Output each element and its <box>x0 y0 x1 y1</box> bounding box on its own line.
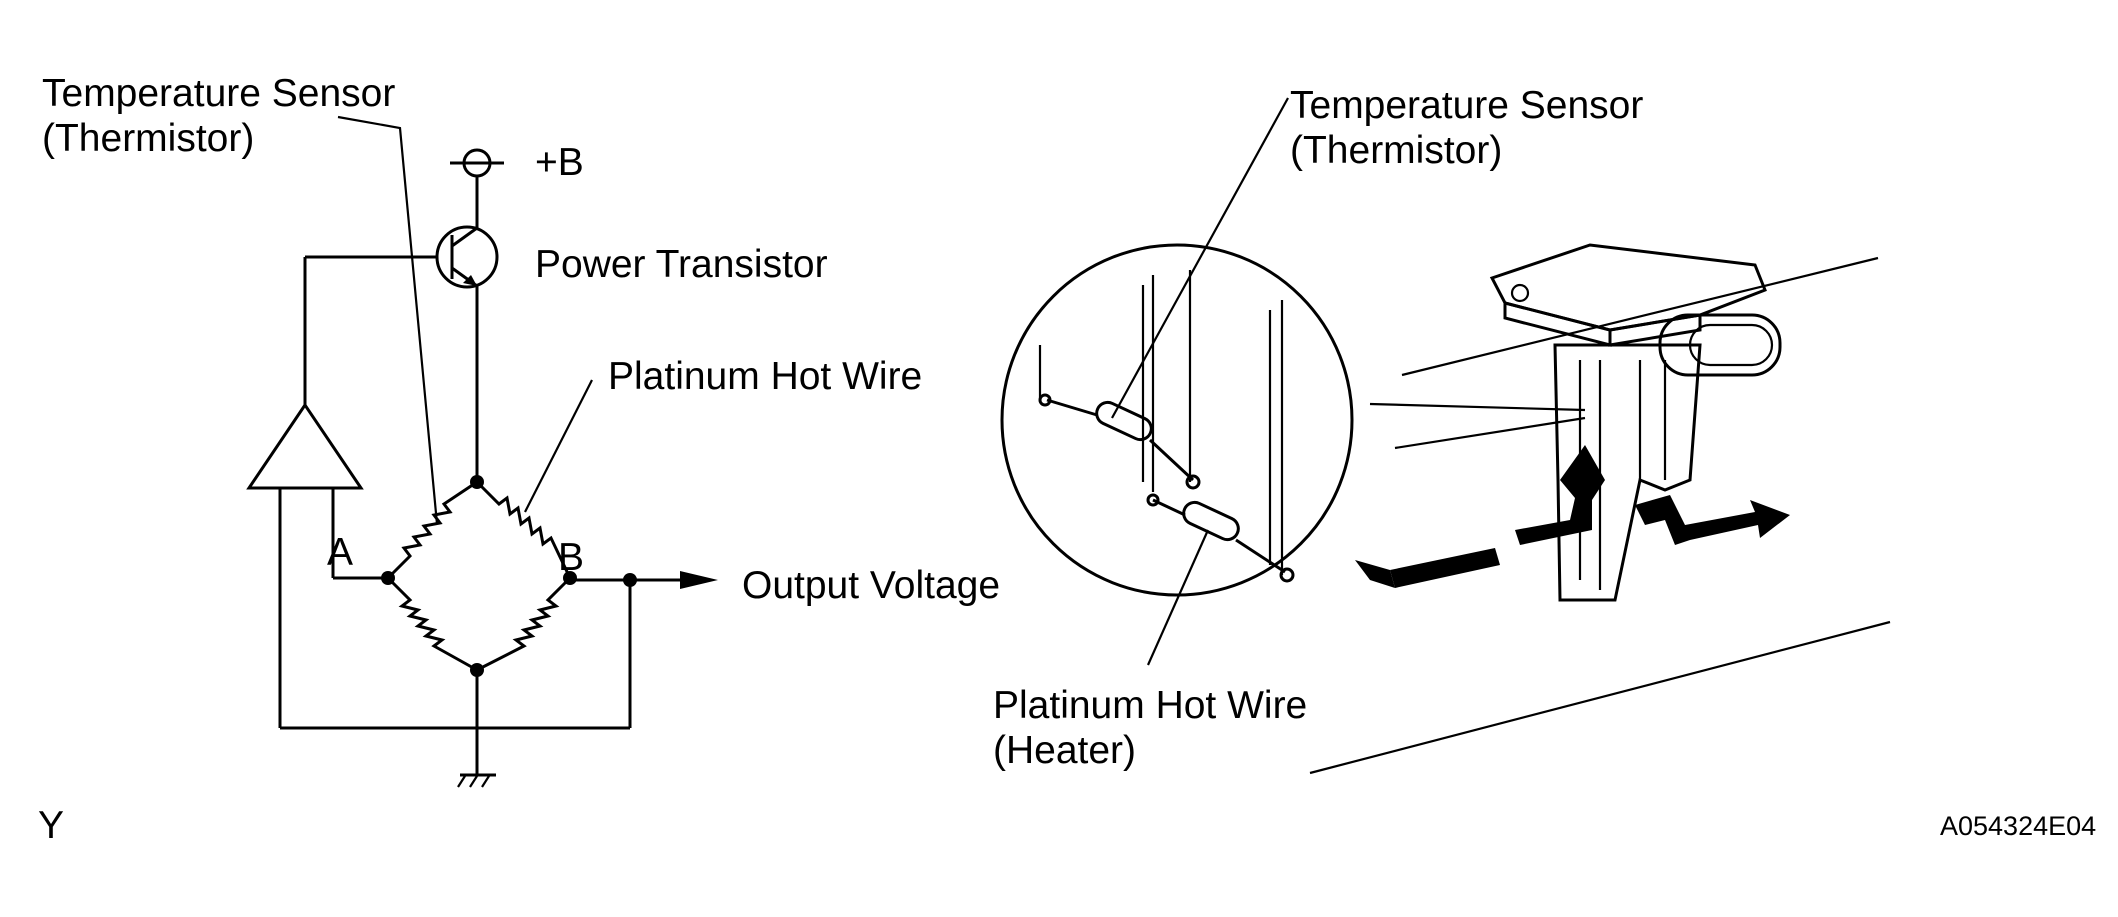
airflow-arrow-out <box>1635 495 1790 545</box>
node-a-label: A <box>327 531 353 574</box>
hot-wire-resistor <box>475 480 572 579</box>
detail-thermistor-label: (Thermistor) <box>1290 129 1502 172</box>
circuit-thermistor-leader <box>337 115 439 525</box>
footer-code: Y <box>38 804 64 847</box>
supply-label: +B <box>535 141 584 184</box>
wheatstone-bridge <box>381 475 718 788</box>
bottom-left-resistor <box>386 576 478 672</box>
zoom-line-bottom <box>1394 416 1586 450</box>
thermistor-element <box>1038 393 1201 490</box>
power-transistor-label: Power Transistor <box>535 243 828 286</box>
bridge-circuit: Temperature Sensor (Thermistor) +B Power… <box>42 72 1000 788</box>
circuit-hot-wire-label: Platinum Hot Wire <box>608 355 922 398</box>
circuit-thermistor-label: (Thermistor) <box>42 117 254 160</box>
detail-temp-sensor-label: Temperature Sensor <box>1290 84 1643 127</box>
duct-upper-line <box>1401 256 1879 377</box>
circuit-hot-wire-leader <box>524 379 593 513</box>
detail-hot-wire-leader <box>1146 529 1210 666</box>
magnified-view-circle <box>1000 97 1354 666</box>
bottom-right-resistor <box>476 576 572 672</box>
thermistor-resistor <box>386 480 478 580</box>
power-transistor-symbol <box>303 225 499 482</box>
sensor-housing <box>1355 243 1790 602</box>
figure-id: A054324E04 <box>1940 811 2096 841</box>
circuit-temp-sensor-label: Temperature Sensor <box>42 72 395 115</box>
detail-heater-label: (Heater) <box>993 729 1136 772</box>
sensor-illustration: Temperature Sensor (Thermistor) Platinum… <box>993 84 1891 775</box>
hot-wire-element <box>1146 493 1295 583</box>
airflow-arrow-in-head <box>1355 560 1395 588</box>
zoom-line-top <box>1369 402 1586 412</box>
output-voltage-label: Output Voltage <box>742 564 1000 607</box>
supply-terminal-symbol <box>450 148 504 228</box>
detail-hot-wire-label: Platinum Hot Wire <box>993 684 1307 727</box>
airflow-arrow-in <box>1390 548 1500 588</box>
detail-thermistor-leader <box>1111 97 1289 419</box>
duct-lower-line <box>1309 620 1891 775</box>
amplifier-symbol <box>246 402 632 730</box>
airflow-arrow-up <box>1515 445 1605 545</box>
